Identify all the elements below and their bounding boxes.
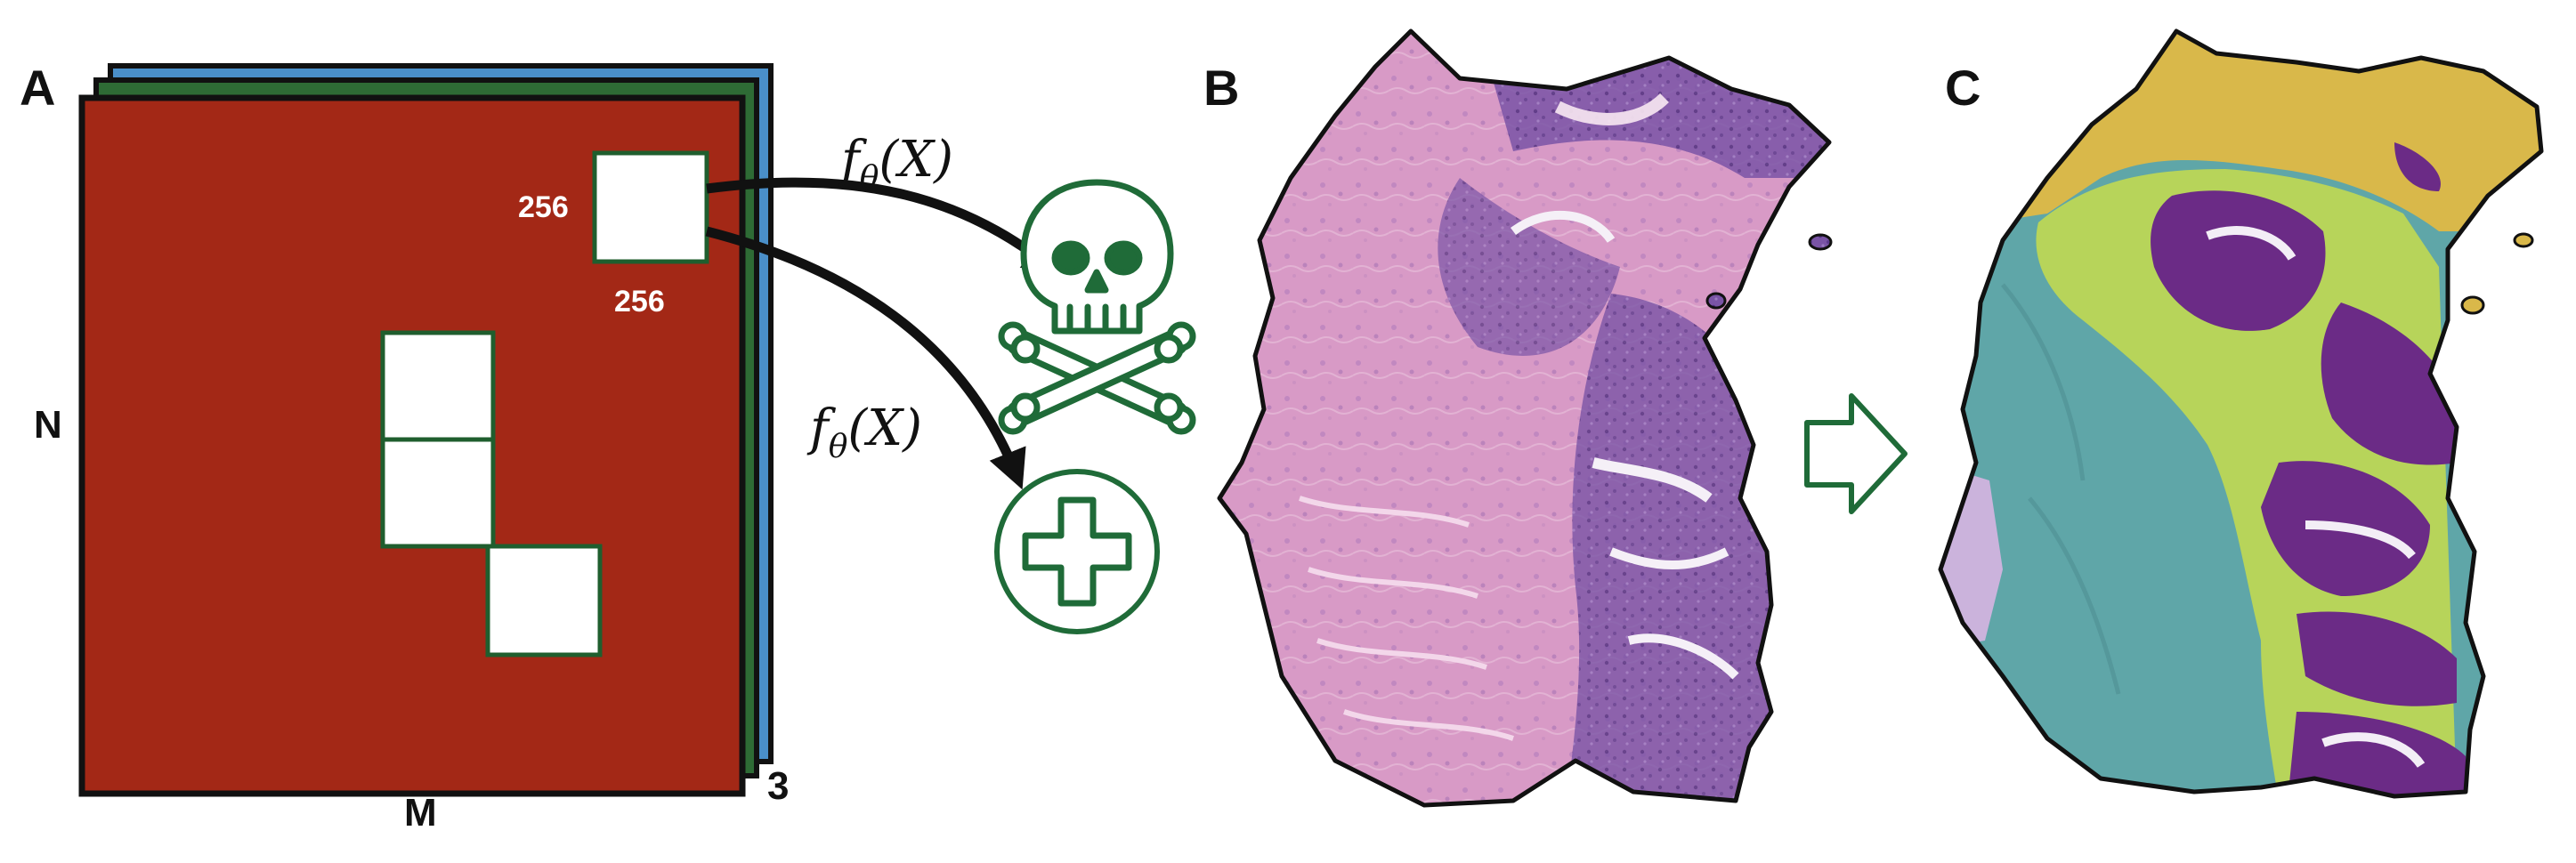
col-axis-label: M <box>404 791 437 835</box>
skull <box>1020 179 1174 335</box>
patch-tile <box>592 150 709 264</box>
panel-b-letter: B <box>1203 60 1239 116</box>
transition-arrow <box>1804 393 1908 514</box>
panel-a-letter: A <box>20 60 55 116</box>
patch-tile <box>380 437 496 549</box>
row-axis-label: N <box>34 403 62 447</box>
function-subscript: θ <box>829 429 848 465</box>
channel-axis-label: 3 <box>767 764 789 808</box>
arrow-to-cross <box>705 226 1026 490</box>
function-label-top: fθ(X) <box>838 131 953 197</box>
patch-width-label: 256 <box>614 285 665 319</box>
slide-outline <box>1217 28 1832 808</box>
segmentation-map <box>1938 28 2544 799</box>
patch-height-label: 256 <box>518 190 569 224</box>
function-label-bottom: fθ(X) <box>806 399 922 465</box>
slide-outline <box>1938 28 2544 799</box>
tile-patches <box>380 150 709 657</box>
crossbones <box>998 321 1196 435</box>
function-subscript: θ <box>860 160 879 197</box>
histology-slide <box>1217 28 1833 808</box>
function-arg: (X) <box>879 131 953 189</box>
arrow-to-skull <box>706 177 1063 277</box>
classifier-arrows: fθ(X) fθ(X) <box>705 131 1063 490</box>
skull-crossbones-icon <box>998 179 1196 435</box>
panel-a: A 256 256 N M 3 <box>20 60 789 835</box>
patch-tile <box>380 330 496 442</box>
panel-c-letter: C <box>1945 60 1981 116</box>
patch-tile <box>485 544 603 657</box>
function-arg: (X) <box>847 399 922 457</box>
plus-cross-icon <box>994 469 1160 634</box>
panel-b: B <box>1203 28 1833 808</box>
panel-c: C <box>1938 28 2544 799</box>
